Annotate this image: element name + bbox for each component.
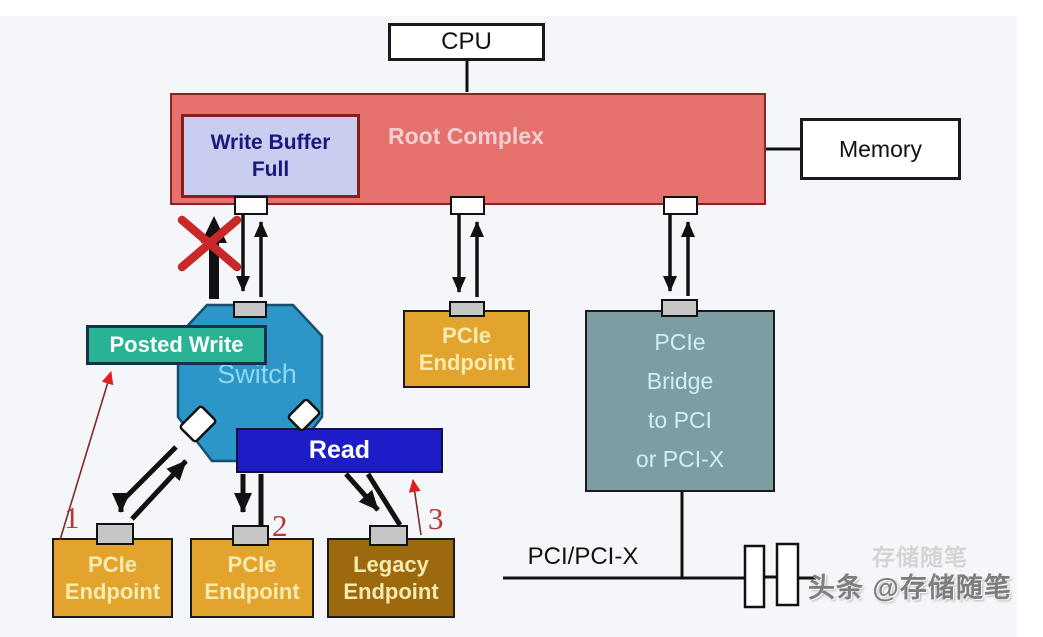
pcie-endpoint-1-line1: PCIe xyxy=(88,552,137,577)
write-buffer-line1: Write Buffer xyxy=(210,131,331,154)
pci-slot-1 xyxy=(743,544,766,609)
memory-label: Memory xyxy=(838,135,923,162)
pcie-endpoint-2-line1: PCIe xyxy=(227,552,277,577)
legacy-endpoint-box: Legacy Endpoint xyxy=(327,538,455,618)
root-complex-label: Root Complex xyxy=(388,123,544,149)
posted-write-label: Posted Write xyxy=(109,332,244,357)
pcie-endpoint-mid-box: PCIe Endpoint xyxy=(403,310,530,388)
posted-write-callout: Posted Write xyxy=(86,325,267,365)
write-buffer-line2: Full xyxy=(251,158,290,181)
pcie-endpoint-2-line2: Endpoint xyxy=(204,579,300,604)
red-arrow-3-to-read xyxy=(408,479,422,536)
watermark-ghost-text: 存储随笔 xyxy=(872,544,968,570)
pcie-endpoint-2-box: PCIe Endpoint xyxy=(190,538,314,618)
memory-box: Memory xyxy=(800,118,961,180)
pcie-endpoint-mid-line1: PCIe xyxy=(442,323,491,348)
read-callout: Read xyxy=(236,428,443,473)
pcie-endpoint-mid-line2: Endpoint xyxy=(418,350,515,375)
arrow-up-endpoint1-to-switch xyxy=(130,459,188,521)
watermark-text: 头条 @存储随笔 xyxy=(808,573,1012,603)
marker-number-2: 2 xyxy=(272,508,288,543)
background-strip-right xyxy=(1017,0,1043,637)
write-buffer-full-box: Write Buffer Full xyxy=(181,114,360,198)
pcie-endpoint-1-line2: Endpoint xyxy=(64,579,161,604)
background-strip-top xyxy=(0,0,1043,16)
pcie-endpoint-1-box: PCIe Endpoint xyxy=(52,538,173,618)
pci-bus-label: PCI/PCI-X xyxy=(527,543,639,570)
arrow-down-switch-to-endpoint1 xyxy=(112,445,178,513)
marker-number-1: 1 xyxy=(64,500,80,535)
switch-port-right xyxy=(287,398,321,432)
pci-slot-2 xyxy=(775,542,800,607)
marker-number-3: 3 xyxy=(428,501,444,536)
switch-upstream-connector xyxy=(233,301,267,318)
legacy-endpoint-line2: Endpoint xyxy=(343,579,439,604)
switch-port-left xyxy=(179,405,217,443)
blocked-write-arrowhead xyxy=(201,216,227,243)
bridge-line2: Bridge xyxy=(646,368,714,394)
line-up-endpoint3-to-switch xyxy=(365,472,403,527)
bridge-line4: or PCI-X xyxy=(635,446,725,472)
cpu-box: CPU xyxy=(388,23,545,61)
legacy-endpoint-line1: Legacy xyxy=(353,552,429,577)
bridge-line3: to PCI xyxy=(648,407,712,433)
red-x-stroke-1 xyxy=(177,215,242,272)
red-x-stroke-2 xyxy=(177,215,242,272)
arrow-down-switch-to-endpoint3 xyxy=(344,472,380,512)
read-label: Read xyxy=(308,436,371,464)
bridge-line1: PCIe xyxy=(654,329,706,355)
cpu-label: CPU xyxy=(441,28,492,55)
pcie-bridge-box: PCIe Bridge to PCI or PCI-X xyxy=(585,310,775,492)
